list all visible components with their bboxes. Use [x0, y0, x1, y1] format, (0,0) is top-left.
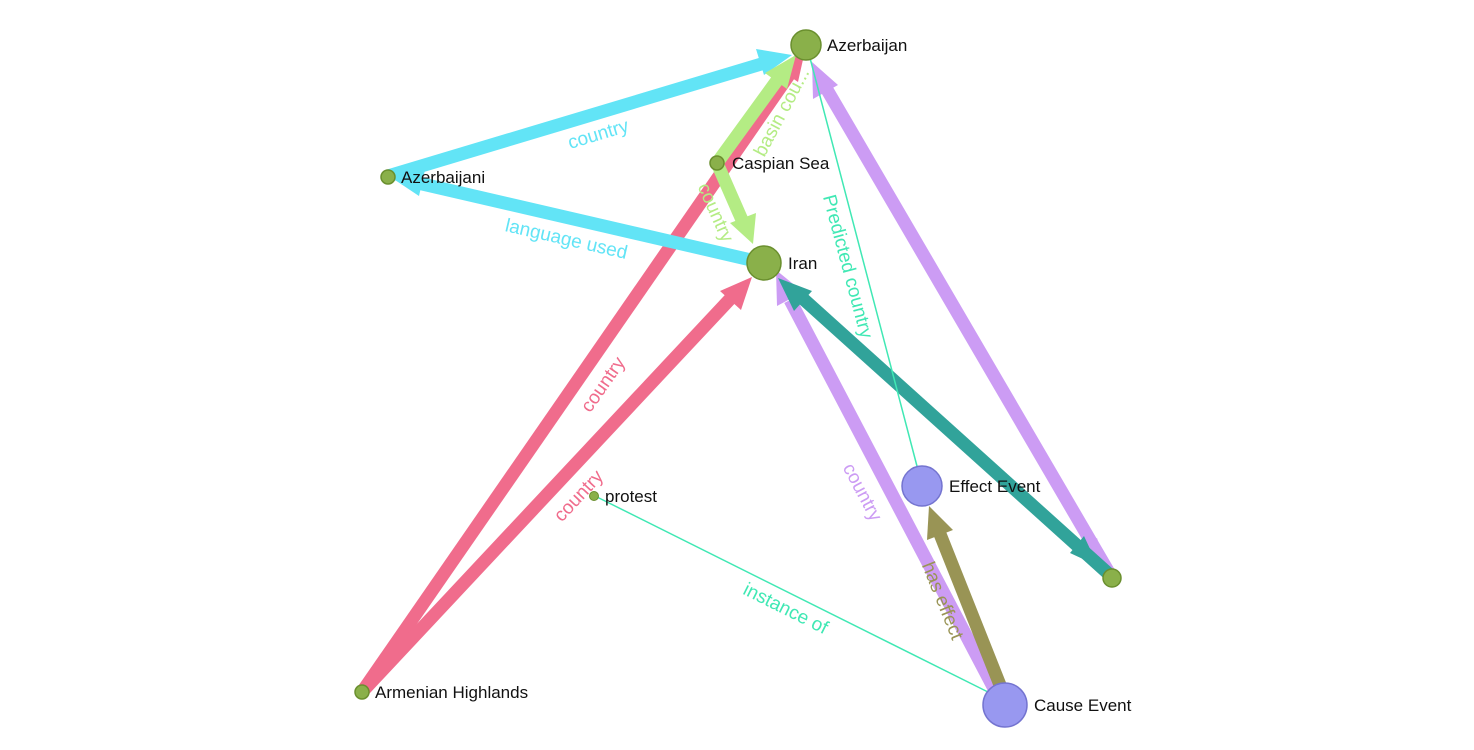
edges-layer [356, 46, 1117, 704]
arrowhead-icon [778, 278, 812, 311]
node-circle [982, 682, 1028, 728]
edge-line [784, 296, 1006, 704]
node-cause-event[interactable]: Cause Event [982, 682, 1132, 728]
node-label: Azerbaijan [827, 36, 907, 55]
edge-azerbaijani-to-azerbaijan[interactable] [386, 49, 792, 183]
edge-armenian-highlands-to-iran[interactable] [357, 277, 752, 697]
node-effect-event[interactable]: Effect Event [901, 465, 1041, 507]
edge-line [416, 176, 766, 270]
node-caspian-sea[interactable]: Caspian Sea [709, 154, 830, 173]
node-unlabeled[interactable] [1102, 568, 1122, 588]
edge-line [596, 496, 993, 695]
edge-caspian-sea-to-iran[interactable] [711, 160, 756, 244]
arrowhead-icon [392, 170, 425, 196]
node-circle [746, 245, 782, 281]
edge-label-instance-of: instance of [740, 579, 832, 639]
edge-line [809, 57, 919, 471]
edge-line [386, 55, 770, 183]
edge-iran-to-azerbaijani[interactable] [392, 170, 766, 270]
edge-line [933, 531, 1009, 693]
edge-effect-event-to-azerbaijan[interactable] [809, 57, 919, 471]
node-circle [1102, 568, 1122, 588]
edge-line [711, 160, 748, 223]
node-label: protest [605, 487, 657, 506]
node-armenian-highlands[interactable]: Armenian Highlands [354, 683, 528, 702]
arrowhead-icon [756, 49, 792, 75]
node-label: Effect Event [949, 477, 1041, 496]
node-circle [354, 684, 370, 700]
node-circle [790, 29, 822, 61]
arrowhead-icon [720, 277, 752, 310]
node-azerbaijani[interactable]: Azerbaijani [380, 168, 485, 187]
arrowhead-icon [765, 55, 796, 89]
node-circle [709, 155, 725, 171]
nodes-layer: Azerbaijan Caspian Sea Azerbaijani Iran … [354, 29, 1132, 728]
node-iran[interactable]: Iran [746, 245, 817, 281]
node-circle [380, 169, 396, 185]
node-protest[interactable]: protest [589, 487, 658, 506]
node-circle [901, 465, 943, 507]
edge-line [820, 84, 1117, 580]
node-label: Iran [788, 254, 817, 273]
node-label: Azerbaijani [401, 168, 485, 187]
arrowhead-icon [730, 213, 756, 244]
edge-caspian-sea-to-azerbaijan[interactable] [711, 55, 796, 167]
edge-unlabeled-to-iran[interactable] [778, 278, 1116, 581]
edge-line [711, 75, 784, 167]
node-label: Armenian Highlands [375, 683, 528, 702]
node-label: Caspian Sea [732, 154, 830, 173]
arrowhead-icon [1070, 536, 1098, 566]
edge-cause-event-to-protest[interactable] [596, 496, 993, 695]
arrowhead-icon [927, 506, 953, 540]
edge-cause-event-to-effect-event[interactable] [927, 506, 1009, 693]
edge-line [795, 291, 1116, 581]
node-circle [589, 491, 599, 501]
node-azerbaijan[interactable]: Azerbaijan [790, 29, 907, 61]
edge-line [357, 293, 736, 697]
node-label: Cause Event [1034, 696, 1132, 715]
